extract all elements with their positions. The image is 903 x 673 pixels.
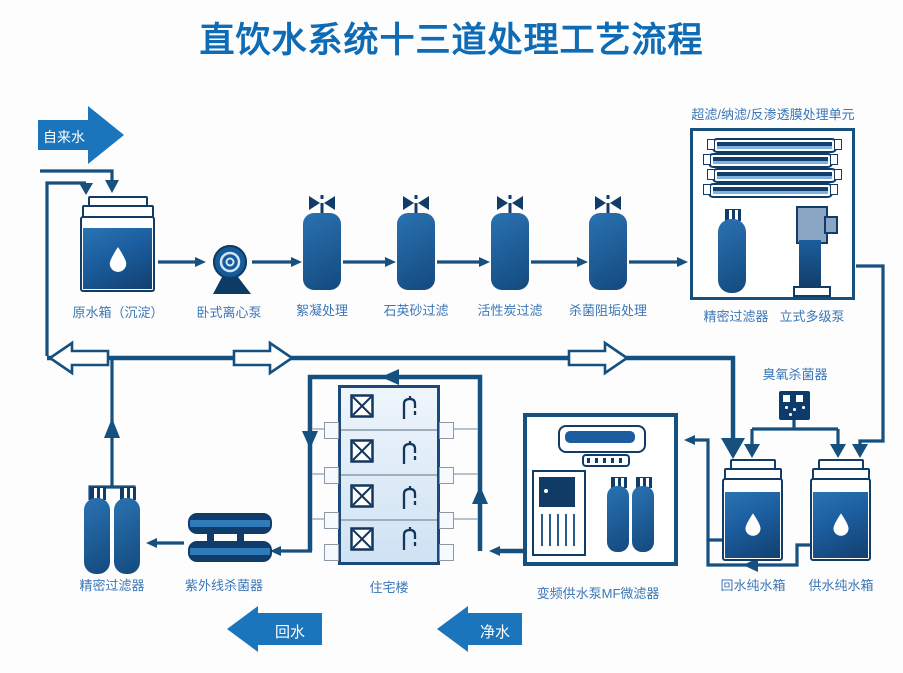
mf-cylinder xyxy=(632,486,654,552)
pump-column xyxy=(799,240,821,286)
valve-icon xyxy=(497,195,523,214)
pump-base xyxy=(793,286,831,297)
water-drop-icon xyxy=(109,247,127,272)
return-tank-label: 回水纯水箱 xyxy=(720,578,786,593)
window-icon xyxy=(350,394,374,418)
residential-building xyxy=(324,385,454,565)
quartz-sand-tank xyxy=(397,213,435,290)
membrane-module xyxy=(703,153,838,168)
tap-water-label: 自来水 xyxy=(43,129,85,145)
uv-tube xyxy=(188,513,272,534)
flocculation-tank xyxy=(303,213,341,290)
precision-filter-unit-label: 精密过滤器 xyxy=(703,309,769,324)
mf-cylinder xyxy=(607,486,629,552)
tap-water-arrow xyxy=(38,106,124,164)
mf-microfilter xyxy=(558,425,646,453)
precision-filter-return-label: 精密过滤器 xyxy=(79,578,145,593)
raw-tank-label: 原水箱（沉淀） xyxy=(72,305,164,320)
multistage-pump-label: 立式多级泵 xyxy=(779,309,845,324)
return-water-label: 回水 xyxy=(274,624,305,641)
supply-tank-label: 供水纯水箱 xyxy=(808,578,874,593)
ozone-sterilizer xyxy=(779,391,810,420)
membrane-module xyxy=(707,168,842,183)
building-label: 住宅楼 xyxy=(369,580,409,595)
precision-filter-cylinder xyxy=(114,498,140,574)
faucet-icon xyxy=(402,396,417,419)
pump-motor-tab xyxy=(824,216,838,234)
mf-control-strip xyxy=(582,454,630,467)
faucet-icon xyxy=(402,486,417,509)
valve-icon xyxy=(595,195,621,214)
flow-right-outline-arrow-1 xyxy=(232,340,295,376)
vfd-mf-label: 变频供水泵MF微滤器 xyxy=(536,586,660,601)
uv-link xyxy=(207,530,214,541)
activated-carbon-tank xyxy=(491,213,529,290)
uv-label: 紫外线杀菌器 xyxy=(184,578,263,593)
return-pure-tank xyxy=(722,459,784,562)
window-icon xyxy=(350,484,374,508)
return-water-arrow xyxy=(227,606,322,652)
faucet-icon xyxy=(402,527,417,550)
precision-filter-cylinder xyxy=(84,498,110,574)
window-icon xyxy=(350,439,374,463)
cabinet-vents xyxy=(541,514,579,546)
precision-filter-vessel xyxy=(718,219,746,293)
pure-water-arrow xyxy=(437,606,522,652)
membrane-unit-label: 超滤/纳滤/反渗透膜处理单元 xyxy=(691,107,855,122)
valve-icon xyxy=(403,195,429,214)
pure-water-label: 净水 xyxy=(479,624,510,641)
sterilization-tank xyxy=(589,213,627,290)
supply-pure-tank xyxy=(810,459,872,562)
quartz-sand-label: 石英砂过滤 xyxy=(383,303,449,318)
uv-tube xyxy=(188,541,272,562)
vfd-mf-unit-box xyxy=(523,413,678,566)
membrane-module xyxy=(703,183,838,198)
faucet-icon xyxy=(402,441,417,464)
control-cabinet xyxy=(532,470,586,556)
membrane-unit-box xyxy=(690,128,855,300)
raw-tank-body xyxy=(80,216,155,292)
flow-right-outline-arrow-2 xyxy=(567,340,630,376)
activated-carbon-label: 活性炭过滤 xyxy=(477,303,543,318)
window-icon xyxy=(350,527,374,551)
raw-water-tank xyxy=(80,196,156,294)
flow-left-outline-arrow xyxy=(47,340,110,376)
valve-icon xyxy=(309,195,335,214)
cabinet-window xyxy=(539,477,575,507)
sterilization-label: 杀菌阻垢处理 xyxy=(568,303,647,318)
pump-icon xyxy=(213,245,251,294)
water-drop-icon xyxy=(745,513,761,536)
centrifugal-pump-label: 卧式离心泵 xyxy=(196,305,262,320)
flocculation-label: 絮凝处理 xyxy=(295,303,348,318)
membrane-module xyxy=(707,138,842,153)
water-drop-icon xyxy=(833,513,849,536)
ozone-label: 臭氧杀菌器 xyxy=(762,367,828,382)
page-title: 直饮水系统十三道处理工艺流程 xyxy=(199,21,704,60)
uv-link xyxy=(237,530,244,541)
